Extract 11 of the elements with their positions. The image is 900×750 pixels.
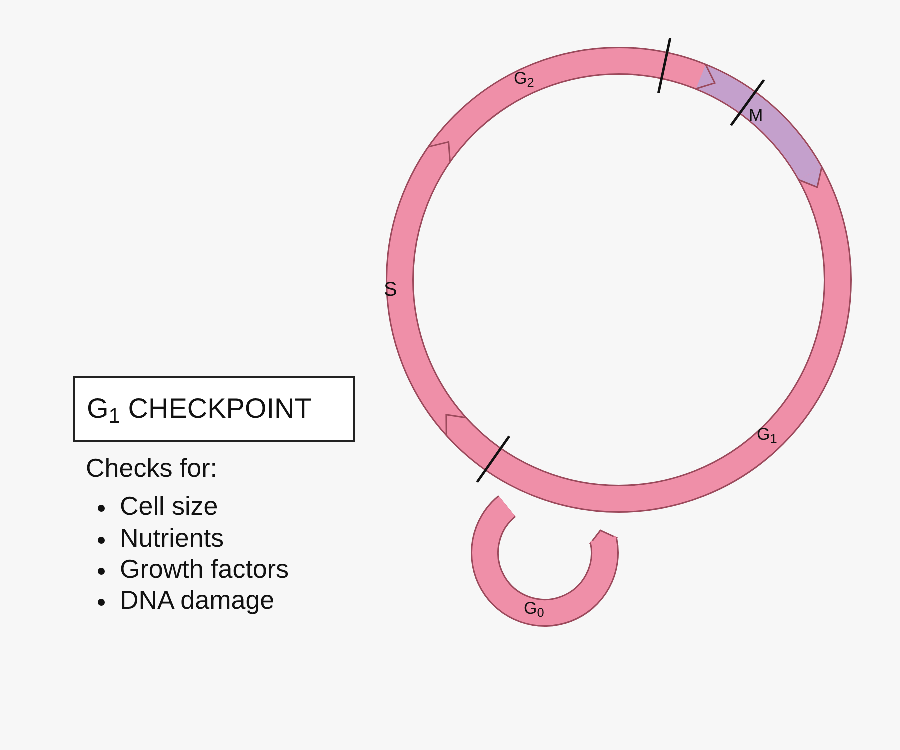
phase-label: G$_{0}$ bbox=[524, 598, 544, 620]
phase-label: G$_{1}$ bbox=[757, 424, 778, 446]
phase-label: G$_{2}$ bbox=[514, 68, 534, 90]
list-heading: Checks for: bbox=[86, 452, 218, 484]
list-item: DNA damage bbox=[120, 584, 275, 616]
phase-label: S bbox=[384, 278, 398, 303]
list-item: Cell size bbox=[120, 490, 218, 522]
list-item: Nutrients bbox=[120, 522, 224, 554]
phase-label: M bbox=[749, 105, 764, 126]
list-item: Growth factors bbox=[120, 553, 290, 586]
checkpoint-box: G$_{1}$ CHECKPOINT bbox=[73, 376, 355, 442]
